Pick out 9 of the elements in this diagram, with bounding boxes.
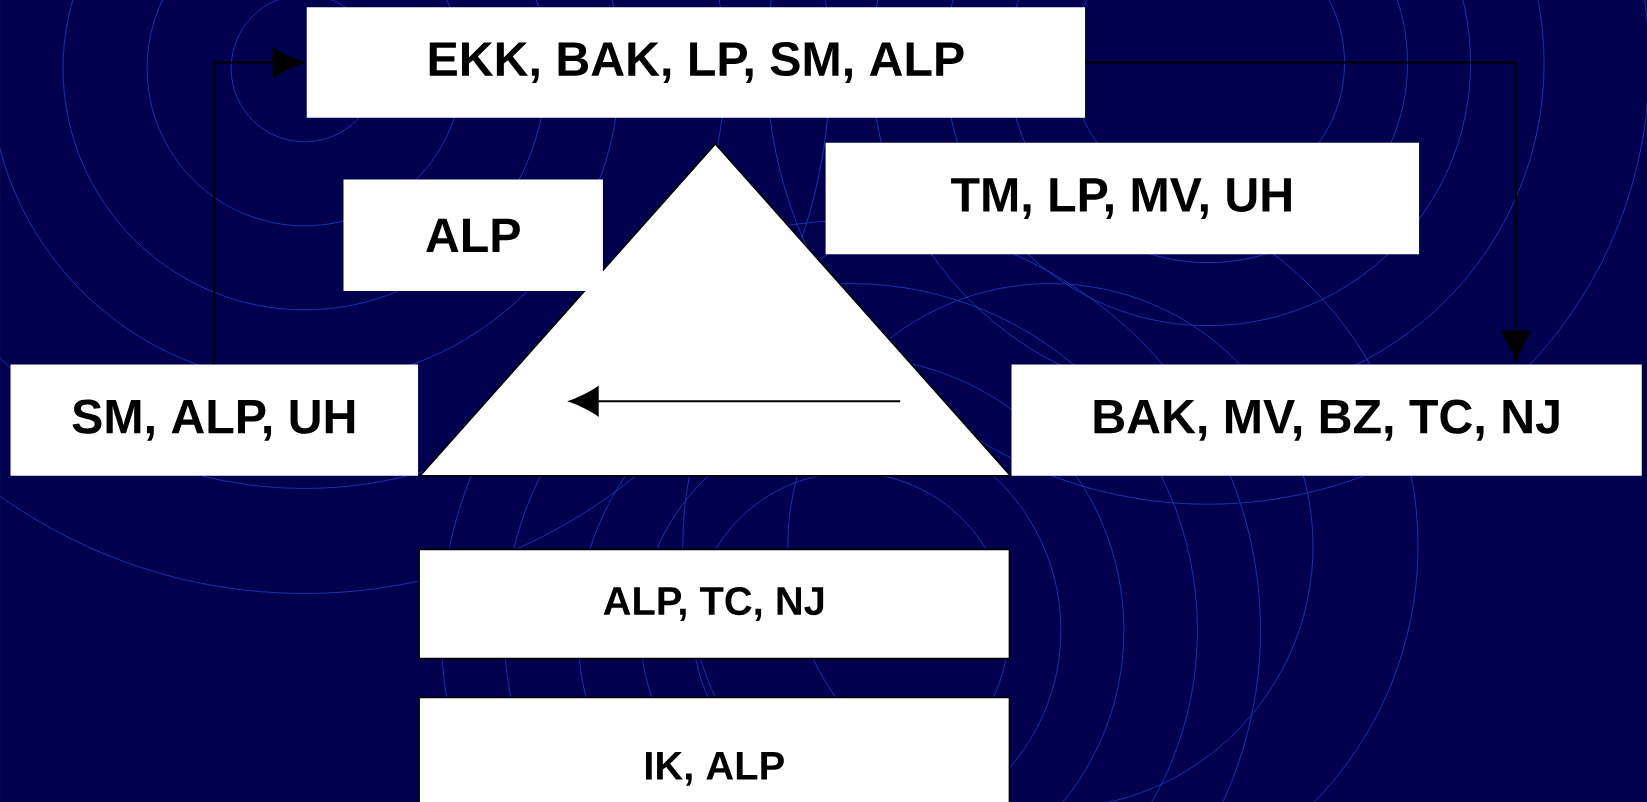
text-box: IK, ALP [418, 696, 1011, 802]
text-box: ALP, TC, NJ [418, 548, 1011, 660]
text-box: ALP [343, 179, 603, 291]
arrow [213, 47, 305, 365]
arrow [1085, 61, 1531, 362]
text-box: EKK, BAK, LP, SM, ALP [306, 7, 1086, 118]
text-box: SM, ALP, UH [10, 364, 419, 476]
text-box: BAK, MV, BZ, TC, NJ [1011, 364, 1642, 476]
text-box: TM, LP, MV, UH [825, 142, 1420, 254]
